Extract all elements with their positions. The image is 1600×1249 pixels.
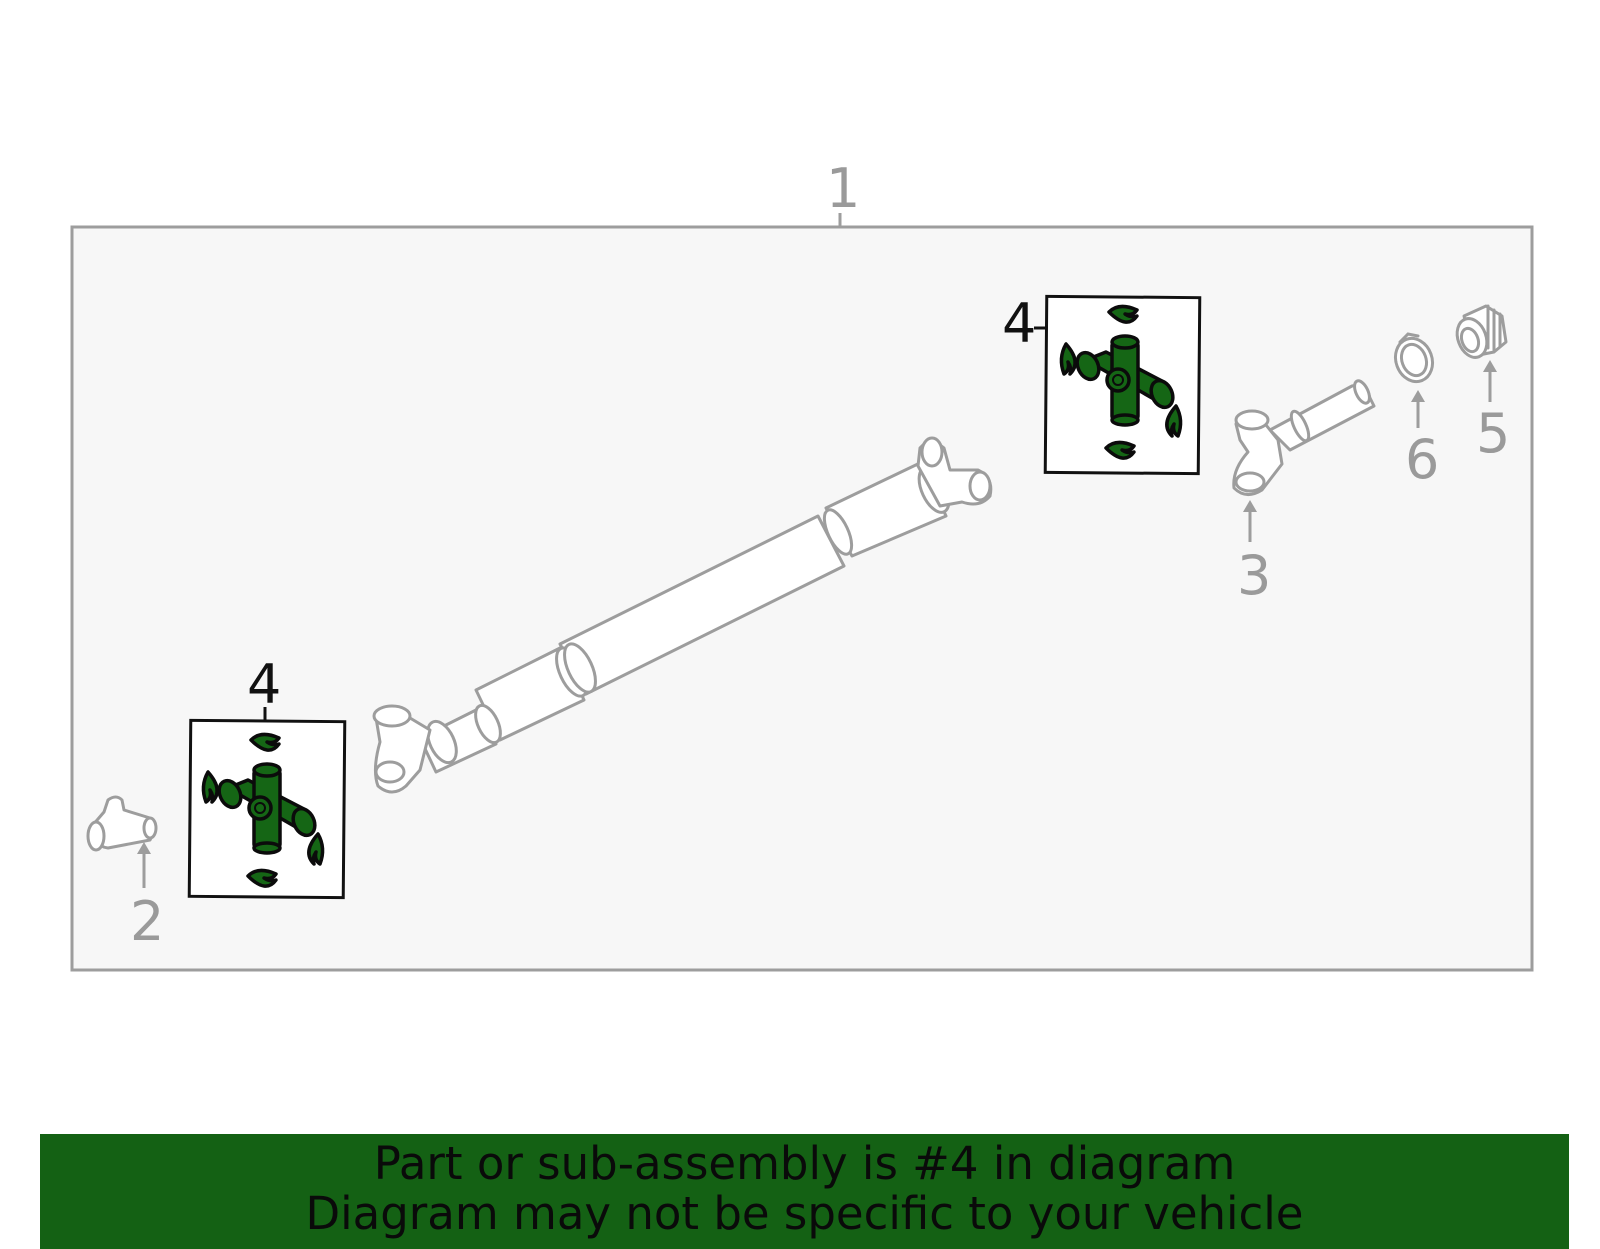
callout-4-upper[interactable]: 4 <box>1002 292 1036 355</box>
callout-6[interactable]: 6 <box>1405 428 1439 491</box>
info-banner: Part or sub-assembly is #4 in diagram Di… <box>40 1134 1569 1249</box>
banner-line-disclaimer: Diagram may not be specific to your vehi… <box>305 1187 1304 1240</box>
banner-line-part-number: Part or sub-assembly is #4 in diagram <box>373 1137 1236 1190</box>
boot-clamp-icon[interactable] <box>1390 332 1439 387</box>
flange-yoke-icon[interactable] <box>86 795 158 852</box>
drive-shaft-icon <box>372 436 993 794</box>
callout-5[interactable]: 5 <box>1476 402 1510 465</box>
slip-yoke-icon[interactable] <box>1232 379 1376 496</box>
callout-3[interactable]: 3 <box>1237 544 1271 607</box>
callout-2[interactable]: 2 <box>130 890 164 953</box>
callout-4-lower[interactable]: 4 <box>247 653 281 716</box>
dust-boot-icon[interactable] <box>1452 304 1508 362</box>
callout-1[interactable]: 1 <box>826 157 860 220</box>
